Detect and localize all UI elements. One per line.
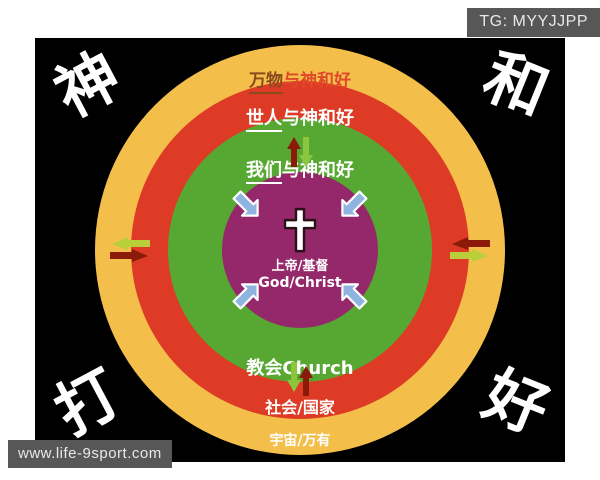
- label-society-bottom: 社会/国家: [265, 398, 335, 417]
- label-society-rest: 与神和好: [282, 108, 354, 129]
- telegram-watermark: TG: MYYJJPP: [467, 8, 600, 37]
- core-content: 上帝/基督 God/Christ: [222, 207, 378, 293]
- label-universe-underlined: 万物: [249, 71, 283, 94]
- label-society-underlined: 世人: [246, 108, 282, 132]
- cross-icon: [283, 207, 317, 253]
- corner-character-bottom-right: 好: [473, 357, 559, 448]
- label-church-bottom: 教会Church: [246, 358, 354, 379]
- label-universe-rest: 与神和好: [283, 71, 351, 91]
- diagonal-arrow-bottom-left: [232, 283, 259, 310]
- core-label-cn: 上帝/基督: [271, 259, 329, 275]
- diagonal-arrow-top-right: [341, 190, 368, 217]
- diagonal-arrow-bottom-right: [341, 283, 368, 310]
- label-church-rest: 与神和好: [282, 160, 354, 181]
- diagonal-arrow-top-left: [232, 190, 259, 217]
- label-universe-top: 万物与神和好: [249, 66, 351, 94]
- corner-character-bottom-left: 打: [43, 355, 133, 450]
- corner-character-top-left: 神: [43, 38, 133, 132]
- core-label-en: God/Christ: [258, 275, 342, 292]
- label-universe-bottom: 宇宙/万有: [269, 433, 331, 449]
- label-society-top: 世人与神和好: [246, 104, 354, 132]
- label-church-underlined: 我们: [246, 160, 282, 184]
- corner-character-top-right: 和: [473, 39, 559, 130]
- boundary-arrow-bottom: [287, 362, 313, 396]
- website-watermark: www.life-9sport.com: [8, 440, 172, 468]
- diagram-canvas: 神 和 打 好 万物与神和好 世人与神和好 我们与神和好 教会Church 社会…: [35, 38, 565, 462]
- boundary-arrow-top: [287, 137, 313, 167]
- boundary-arrow-left: [110, 237, 150, 262]
- label-church-top: 我们与神和好: [246, 156, 354, 184]
- boundary-arrow-right: [450, 237, 490, 262]
